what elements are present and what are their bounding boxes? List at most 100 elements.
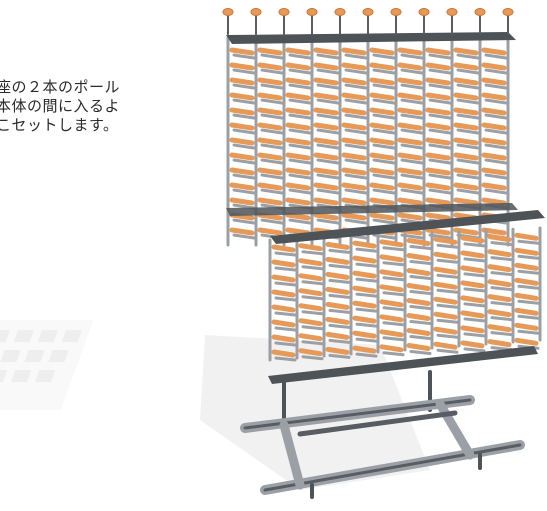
- knob-cap: [306, 8, 318, 16]
- knob-cap: [474, 8, 486, 16]
- metal-rung: [274, 356, 297, 362]
- metal-rung: [301, 250, 324, 256]
- rack-base-stand: [240, 370, 525, 499]
- base-rail-left: [279, 420, 305, 490]
- wood-slat: [229, 47, 255, 56]
- metal-rung: [400, 113, 424, 120]
- metal-rung: [344, 83, 368, 90]
- wood-slat: [285, 107, 311, 116]
- wood-slat: [325, 241, 350, 250]
- metal-rung: [260, 53, 284, 60]
- wood-slat: [406, 298, 431, 306]
- metal-rung: [260, 158, 284, 165]
- wood-slat: [453, 197, 479, 206]
- metal-rung: [409, 335, 432, 340]
- metal-rung: [316, 143, 340, 150]
- wood-slat: [425, 77, 451, 86]
- wood-slat: [425, 62, 451, 71]
- knob-cap: [362, 8, 374, 16]
- wood-slat: [369, 212, 395, 221]
- shadow-panel: [0, 320, 94, 410]
- metal-rung: [260, 98, 284, 105]
- metal-rung: [301, 310, 324, 316]
- wood-slat: [481, 152, 507, 161]
- metal-rung: [436, 243, 459, 249]
- metal-rung: [372, 218, 396, 225]
- metal-rung: [490, 241, 513, 247]
- metal-rung: [400, 128, 424, 135]
- metal-rung: [288, 83, 312, 90]
- wood-slat: [514, 262, 539, 271]
- wood-slat: [514, 292, 539, 301]
- wood-slat: [257, 122, 283, 131]
- wood-slat: [325, 286, 350, 295]
- wood-slat: [453, 122, 479, 131]
- metal-rung: [328, 278, 351, 284]
- metal-rung: [428, 53, 452, 60]
- wood-slat: [481, 107, 507, 116]
- wood-slat: [325, 256, 350, 265]
- metal-rung: [328, 323, 351, 329]
- wood-slat: [313, 137, 339, 146]
- metal-rung: [484, 143, 508, 150]
- wood-slat: [397, 182, 423, 191]
- wood-slat: [271, 289, 296, 298]
- wood-slat: [229, 107, 255, 116]
- wood-slat: [313, 47, 339, 56]
- wood-slat: [460, 310, 485, 319]
- wood-slat: [325, 301, 350, 310]
- metal-rung: [301, 355, 324, 361]
- metal-rung: [463, 302, 486, 308]
- wood-slat: [379, 344, 404, 353]
- wood-slat: [460, 280, 485, 289]
- metal-rung: [463, 347, 486, 353]
- metal-rung: [409, 305, 432, 310]
- metal-rung: [301, 295, 324, 301]
- metal-rung: [456, 143, 480, 150]
- metal-rung: [344, 68, 368, 75]
- metal-rung: [355, 292, 378, 298]
- wood-slat: [453, 182, 479, 191]
- metal-rung: [517, 239, 540, 245]
- metal-rung: [232, 158, 256, 165]
- wood-slat: [313, 182, 339, 191]
- wood-slat: [514, 307, 539, 316]
- wood-slat: [325, 346, 350, 355]
- knob-cap: [502, 8, 514, 16]
- metal-rung: [355, 262, 378, 268]
- wood-slat: [481, 47, 507, 56]
- metal-rung: [490, 301, 513, 307]
- metal-rung: [428, 173, 452, 180]
- metal-rung: [456, 53, 480, 60]
- metal-rung: [316, 53, 340, 60]
- wood-slat: [229, 62, 255, 71]
- floor-shadow: [0, 320, 430, 490]
- metal-rung: [355, 322, 378, 328]
- wood-slat: [487, 279, 512, 288]
- metal-rung: [484, 158, 508, 165]
- wood-slat: [341, 212, 367, 221]
- knob-cap: [390, 8, 402, 16]
- metal-rung: [232, 233, 256, 240]
- wood-slat: [352, 315, 377, 324]
- metal-rung: [428, 98, 452, 105]
- wood-slat: [379, 299, 404, 308]
- wood-slat: [325, 331, 350, 340]
- metal-rung: [232, 173, 256, 180]
- wood-slat: [406, 253, 431, 261]
- metal-rung: [400, 158, 424, 165]
- metal-rung: [382, 291, 405, 297]
- wood-slat: [352, 345, 377, 354]
- wood-slat: [487, 234, 512, 243]
- wood-slat: [460, 265, 485, 274]
- wood-slat: [453, 62, 479, 71]
- metal-rung: [274, 266, 297, 272]
- metal-rung: [260, 128, 284, 135]
- metal-rung: [232, 83, 256, 90]
- wood-slat: [406, 313, 431, 321]
- metal-rung: [409, 260, 432, 265]
- metal-rung: [328, 308, 351, 314]
- wood-slat: [369, 182, 395, 191]
- metal-rung: [316, 128, 340, 135]
- wood-slat: [271, 319, 296, 328]
